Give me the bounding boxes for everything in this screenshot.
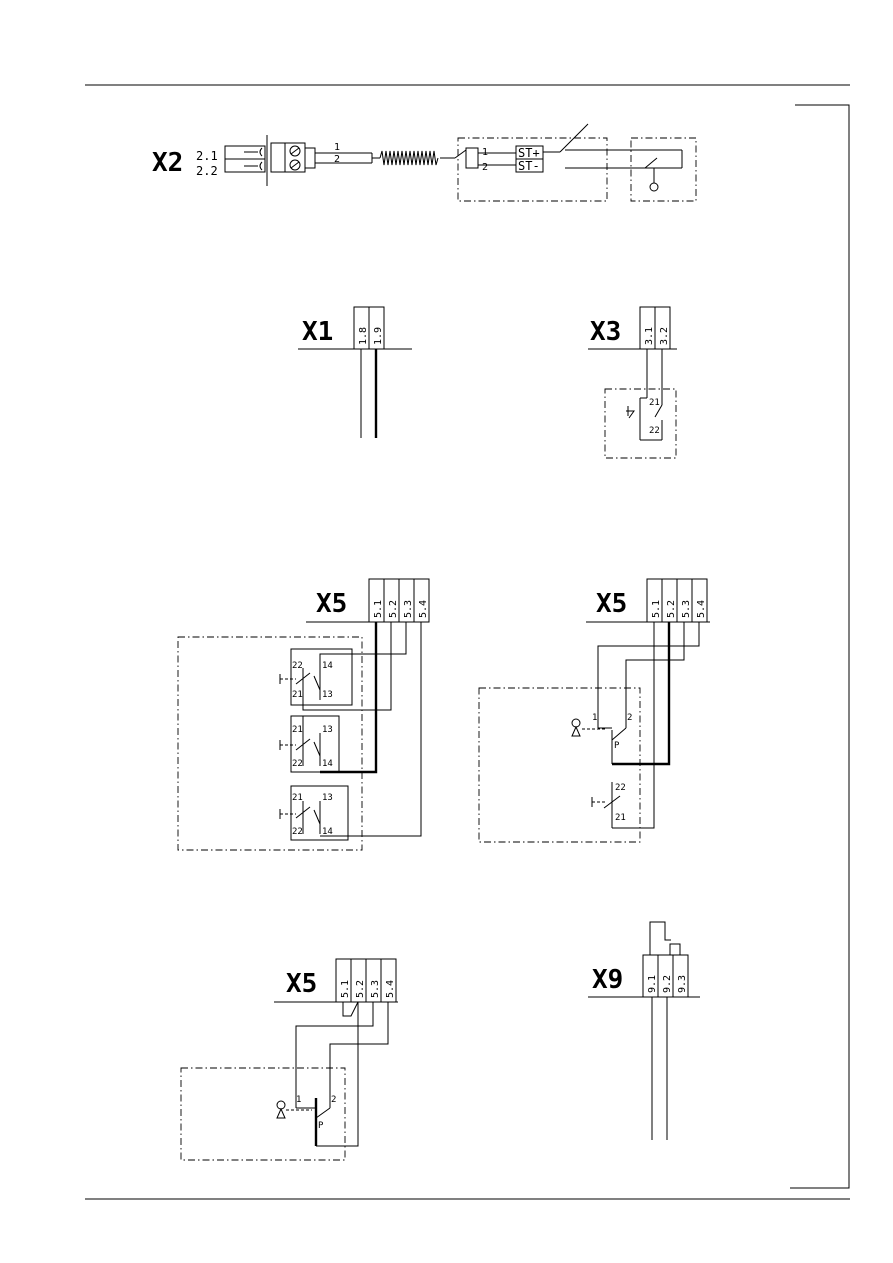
x9-pin-2: 9.2 xyxy=(662,975,673,993)
connector-x1: X1 1.8 1.9 xyxy=(298,306,412,438)
x2-socket-contact-2 xyxy=(244,161,263,171)
x5c-device-enclosure xyxy=(180,1067,346,1161)
x5c-pin-1: 5.1 xyxy=(340,980,351,998)
x5b-pin-2: 5.2 xyxy=(666,600,677,618)
x5a-switch-2-term-22: 22 xyxy=(292,759,303,769)
x5c-term-1: 1 xyxy=(296,1095,301,1105)
x5a-switch-3-term-22: 22 xyxy=(292,827,303,837)
x2-pin-2: 2.2 xyxy=(196,164,218,178)
x2-socket-contact-1 xyxy=(244,147,263,157)
x1-pin-2: 1.9 xyxy=(373,327,384,345)
x5b-pin-3: 5.3 xyxy=(681,600,692,618)
x2-pin-1: 2.1 xyxy=(196,149,218,163)
x2-switch-enclosure xyxy=(630,137,697,202)
x3-pin-2: 3.2 xyxy=(659,327,670,345)
right-frame xyxy=(790,104,850,1189)
x2-device-plug xyxy=(465,147,479,169)
connector-x2: X2 2.1 2.2 1 2 1 2 ST+ ST- xyxy=(152,123,697,202)
x2-terminal-st-minus xyxy=(515,158,544,173)
x5a-switch-2-term-14: 14 xyxy=(322,759,333,769)
x5a-device-enclosure xyxy=(177,636,363,851)
x2-wire-1: 1 xyxy=(334,142,340,153)
x5b-switch-label: P xyxy=(614,741,620,751)
x5b-contact-22: 22 xyxy=(615,783,626,793)
x3-pin-1: 3.1 xyxy=(644,327,655,345)
x5b-term-2: 2 xyxy=(627,713,632,723)
x9-pin-3: 9.3 xyxy=(677,975,688,993)
connector-x5-b: X5 5.1 5.2 5.3 5.4 1 2 P 22 21 xyxy=(478,578,710,843)
x5a-switch-3-term-21: 21 xyxy=(292,793,303,803)
x2-switch-actuator xyxy=(649,182,659,192)
x5a-switch-2-frame xyxy=(290,715,340,773)
x5a-switch-1-term-21: 21 xyxy=(292,690,303,700)
x5a-switch-3-frame xyxy=(290,785,349,841)
x3-contact-21: 21 xyxy=(649,398,660,408)
x5a-switch-2-term-21: 21 xyxy=(292,725,303,735)
x2-plug-tail xyxy=(304,147,316,169)
connector-x5-c: X5 5.1 5.2 5.3 5.4 1 2 P xyxy=(180,958,398,1161)
x2-device-enclosure xyxy=(457,137,608,202)
x5a-pin-1: 5.1 xyxy=(373,600,384,618)
connector-x3: X3 3.1 3.2 21 22 xyxy=(588,306,677,459)
x2-screw-block xyxy=(284,142,306,173)
x5b-contact-21: 21 xyxy=(615,813,626,823)
x5a-switch-3-term-14: 14 xyxy=(322,827,333,837)
x5a-title: X5 xyxy=(316,589,347,619)
x2-switch-contact xyxy=(644,157,658,169)
x5a-switch-1-frame xyxy=(290,648,353,706)
x5b-pin-4: 5.4 xyxy=(696,600,707,618)
x5c-pin-2: 5.2 xyxy=(355,980,366,998)
x5c-term-2: 2 xyxy=(331,1095,336,1105)
x5b-pin-1: 5.1 xyxy=(651,600,662,618)
x2-title: X2 xyxy=(152,148,183,178)
x3-title: X3 xyxy=(590,317,621,347)
x2-leader-line xyxy=(559,123,589,153)
x1-pin-1: 1.8 xyxy=(358,327,369,345)
x5c-pin-3: 5.3 xyxy=(370,980,381,998)
x5b-title: X5 xyxy=(596,589,627,619)
x3-mushroom-icon xyxy=(626,406,635,419)
x2-terminal-st-plus-label: ST+ xyxy=(518,146,540,160)
x5a-switch-1-term-14: 14 xyxy=(322,661,333,671)
x5a-switch-3-term-13: 13 xyxy=(322,793,333,803)
x5a-switch-1-term-13: 13 xyxy=(322,690,333,700)
x5a-switch-1-term-22: 22 xyxy=(292,661,303,671)
x5c-pin-4: 5.4 xyxy=(385,980,396,998)
x5c-switch-label: P xyxy=(318,1121,324,1131)
x2-screw-2 xyxy=(289,159,301,171)
x5a-pin-2: 5.2 xyxy=(388,600,399,618)
x5a-pin-3: 5.3 xyxy=(403,600,414,618)
x2-plug-body xyxy=(270,142,286,173)
x2-device-wire-2: 2 xyxy=(482,162,488,173)
x3-device-enclosure xyxy=(604,388,677,459)
x9-jumper xyxy=(649,921,671,955)
x5a-pin-4: 5.4 xyxy=(418,600,429,618)
x2-coiled-cable xyxy=(379,150,439,166)
x1-title: X1 xyxy=(302,317,333,347)
x3-contact-22: 22 xyxy=(649,426,660,436)
x9-title: X9 xyxy=(592,965,623,995)
connector-x5-a: X5 5.1 5.2 5.3 5.4 22 14 21 13 21 13 22 xyxy=(177,578,430,851)
x2-terminal-st-minus-label: ST- xyxy=(518,159,540,173)
x5b-term-1: 1 xyxy=(592,713,597,723)
x5c-title: X5 xyxy=(286,969,317,999)
x2-wire-2: 2 xyxy=(334,154,340,165)
x2-screw-1 xyxy=(289,145,301,157)
x5a-switch-2-term-13: 13 xyxy=(322,725,333,735)
x9-pin-1: 9.1 xyxy=(647,975,658,993)
connector-x9: X9 9.1 9.2 9.3 xyxy=(588,921,700,1140)
